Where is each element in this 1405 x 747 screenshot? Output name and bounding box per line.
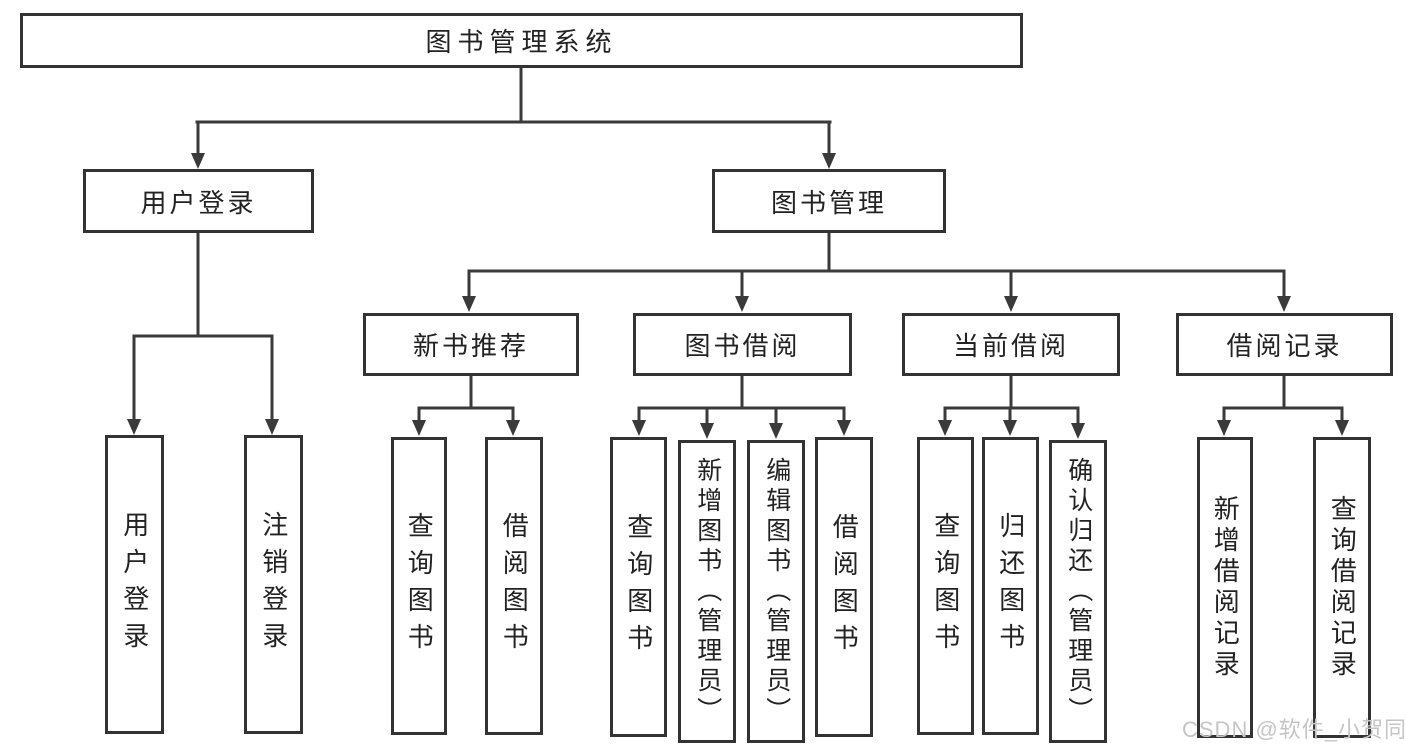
leaf-label: 新增图书（管理员） — [693, 456, 722, 727]
leaf-label: 借阅图书 — [829, 513, 860, 661]
leaf-label: 注销登录 — [258, 510, 289, 659]
connectors-borrowing-records — [1217, 374, 1349, 436]
leaf-user-login: 用户登录 — [105, 435, 164, 734]
leaf-label: 查询图书 — [930, 512, 961, 660]
node-book-management: 图书管理 — [712, 169, 946, 233]
leaf-label: 新增借阅记录 — [1210, 494, 1241, 681]
leaf-nbr-borrow-books: 借阅图书 — [485, 437, 543, 735]
leaf-label: 编辑图书（管理员） — [762, 456, 791, 727]
connectors-root — [191, 66, 836, 169]
leaf-logout-login: 注销登录 — [244, 435, 303, 734]
node-root: 图书管理系统 — [20, 13, 1023, 68]
connectors-book-management — [462, 231, 1291, 312]
node-book-borrowing: 图书借阅 — [633, 313, 852, 376]
connectors-user-login — [127, 231, 279, 435]
leaf-bb-query-books: 查询图书 — [610, 437, 667, 737]
connectors-book-borrowing — [632, 374, 851, 439]
leaf-label: 确认归还（管理员） — [1064, 456, 1093, 727]
node-borrowing-records: 借阅记录 — [1176, 313, 1393, 376]
leaf-cb-return-books: 归还图书 — [982, 437, 1039, 735]
node-new-book-recommendation: 新书推荐 — [363, 313, 579, 376]
leaf-bb-borrow-books: 借阅图书 — [815, 437, 873, 737]
leaf-bb-add-book-admin: 新增图书（管理员） — [678, 440, 736, 743]
leaf-label: 归还图书 — [995, 512, 1026, 660]
leaf-label: 查询图书 — [623, 513, 654, 661]
leaf-cb-confirm-return-admin: 确认归还（管理员） — [1049, 440, 1107, 743]
leaf-br-add-record: 新增借阅记录 — [1197, 437, 1253, 738]
leaf-nbr-query-books: 查询图书 — [391, 437, 447, 735]
leaf-cb-query-books: 查询图书 — [917, 437, 974, 735]
leaf-label: 借阅图书 — [499, 512, 530, 660]
leaf-label: 用户登录 — [119, 510, 150, 659]
watermark: CSDN @软件_小贺同学 — [1182, 717, 1405, 742]
connectors-new-book-recommendation — [412, 374, 520, 436]
leaf-label: 查询图书 — [404, 512, 435, 660]
leaf-br-query-record: 查询借阅记录 — [1313, 437, 1371, 738]
node-current-borrowing: 当前借阅 — [902, 313, 1120, 376]
connectors-current-borrowing — [938, 374, 1085, 439]
node-user-login: 用户登录 — [83, 169, 314, 233]
leaf-label: 查询借阅记录 — [1327, 494, 1358, 681]
leaf-bb-edit-book-admin: 编辑图书（管理员） — [747, 440, 805, 743]
